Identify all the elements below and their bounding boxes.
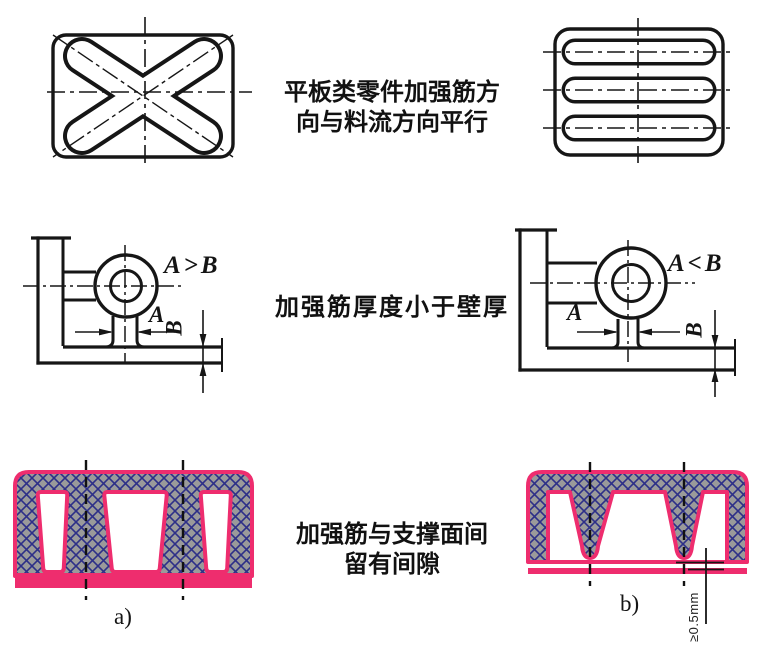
gap-dimension-label: ≥0.5mm	[686, 592, 701, 642]
subfigure-label-a: a)	[114, 604, 132, 629]
plate-outline	[51, 33, 235, 159]
relation-label-left: A>B	[164, 252, 221, 279]
dim-a-arrow-left	[638, 328, 652, 336]
vertical-rib	[105, 316, 145, 349]
rib-thickness-drawing-right	[515, 228, 736, 397]
hatched-section	[13, 470, 254, 578]
gap-dimension-lines	[676, 548, 724, 624]
relation-label-right: A<B	[668, 250, 725, 277]
dim-b-label-right: B	[681, 322, 707, 338]
caption-row1: 平板类零件加强筋方 向与料流方向平行	[264, 78, 520, 138]
dim-b-arrow-down	[711, 335, 719, 348]
subfigure-label-b: b)	[620, 591, 640, 616]
dim-b-arrow-up	[711, 369, 719, 382]
cross-rib-body	[67, 41, 219, 151]
dim-b-arrow-up	[199, 363, 207, 376]
caption-row2: 加强筋厚度小于壁厚	[264, 293, 520, 323]
dim-a-label-right: A	[567, 300, 583, 325]
dim-b-label-left: B	[161, 320, 187, 336]
dim-a-arrow-right	[604, 328, 618, 336]
axis-centerlines	[23, 245, 185, 362]
rib-support-section-a	[13, 460, 254, 600]
rib-thickness-drawing-left	[23, 236, 223, 393]
rib-support-section-b	[526, 462, 749, 624]
caption-row1-line1: 平板类零件加强筋方	[284, 79, 500, 106]
dim-a-label-left: A	[149, 302, 165, 327]
dim-a-arrow-left	[137, 328, 151, 336]
support-surface-line	[528, 568, 747, 574]
diagonal-centerlines	[52, 34, 234, 158]
caption-row2-line1: 加强筋厚度小于壁厚	[275, 294, 509, 321]
rib-centerlines	[84, 460, 185, 600]
hatched-section	[526, 470, 749, 564]
caption-row3: 加强筋与支撑面间 留有间隙	[264, 520, 520, 580]
horizontal-rib	[547, 261, 597, 305]
boss-outer-circle	[93, 253, 159, 319]
vertical-rib	[611, 319, 645, 350]
dim-b-arrow-down	[199, 334, 207, 347]
axis-centerlines	[530, 240, 695, 362]
cross-rib-plate-drawing	[47, 17, 252, 168]
plate-outline	[553, 27, 725, 157]
axis-centerlines	[543, 18, 733, 163]
dim-a-arrow-right	[99, 328, 113, 336]
caption-row3-line2: 留有间隙	[344, 551, 440, 578]
parallel-rib-plate-drawing	[543, 18, 733, 163]
rib-centerlines	[588, 462, 686, 586]
support-bar	[15, 573, 252, 588]
caption-row3-line1: 加强筋与支撑面间	[296, 521, 488, 548]
caption-row1-line2: 向与料流方向平行	[296, 109, 488, 136]
axis-centerlines	[47, 17, 252, 168]
horizontal-rib	[63, 270, 96, 302]
